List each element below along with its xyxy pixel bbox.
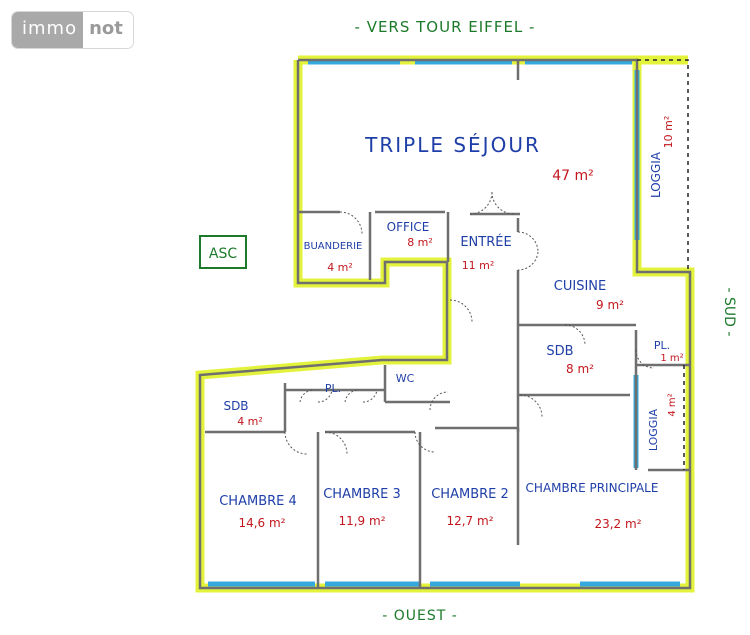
placard-principal-name: PL. [654, 339, 670, 352]
cuisine-name: CUISINE [554, 279, 606, 294]
loggia-est-area: 10 m² [662, 116, 675, 149]
loggia-sud-name: LOGGIA [647, 408, 660, 451]
buanderie-name: BUANDERIE [304, 241, 363, 252]
logo-part-not: not [83, 12, 133, 48]
office-area: 8 m² [407, 236, 433, 249]
chambre-principale-area: 23,2 m² [594, 517, 641, 531]
chambre-principale-name: CHAMBRE PRINCIPALE [526, 481, 659, 495]
sejour-area: 47 m² [552, 168, 594, 184]
sdb-enfants-name: SDB [223, 399, 248, 413]
entree-area: 11 m² [462, 259, 495, 272]
chambre3-area: 11,9 m² [338, 514, 385, 528]
orientation-east: - SUD - [721, 288, 737, 337]
wc-name: WC [396, 372, 415, 385]
chambre4-name: CHAMBRE 4 [219, 494, 297, 509]
sejour-name: TRIPLE SÉJOUR [364, 133, 541, 157]
placard-principal-area: 1 m² [660, 353, 683, 364]
cuisine-area: 9 m² [596, 298, 624, 312]
loggia-est-name: LOGGIA [649, 151, 663, 198]
sdb-principale-area: 8 m² [566, 362, 594, 376]
sdb-principale-name: SDB [546, 344, 573, 359]
loggia-outline [637, 59, 689, 470]
immonot-logo: immo not [12, 12, 133, 48]
loggia-sud-area: 4 m² [667, 393, 678, 416]
chambre3-name: CHAMBRE 3 [323, 487, 401, 502]
orientation-south: - OUEST - [382, 608, 458, 624]
orientation-north: - VERS TOUR EIFFEL - [355, 18, 536, 36]
office-name: OFFICE [387, 220, 430, 234]
chambre2-area: 12,7 m² [446, 514, 493, 528]
elevator-box [199, 235, 247, 269]
placard-couloir-name: PL. [325, 382, 341, 395]
chambre2-name: CHAMBRE 2 [431, 487, 509, 502]
elevator-label: ASC [209, 246, 237, 262]
sdb-enfants-area: 4 m² [237, 415, 263, 428]
entree-name: ENTRÉE [460, 234, 511, 250]
logo-part-immo: immo [12, 12, 84, 48]
buanderie-area: 4 m² [327, 261, 353, 274]
door-swings [284, 191, 655, 455]
walls [198, 58, 692, 590]
chambre4-area: 14,6 m² [238, 516, 285, 530]
